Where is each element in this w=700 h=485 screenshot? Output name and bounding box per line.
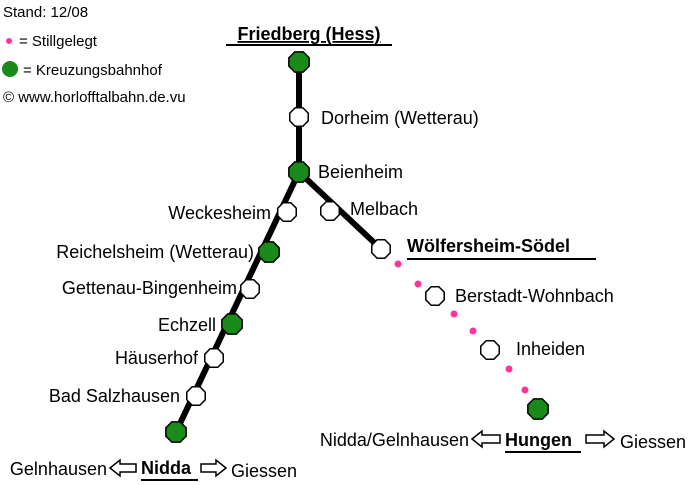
abandoned-dot [414, 280, 422, 288]
station-label-bad-salzhausen: Bad Salzhausen [49, 386, 180, 406]
connection-label-hungen-right: Giessen [620, 432, 686, 452]
station-label-haeuserhof: Häuserhof [115, 348, 199, 368]
arrow-left-icon [470, 429, 501, 449]
station-label-woelfersheim: Wölfersheim-Södel [407, 236, 570, 256]
station-label-berstadt: Berstadt-Wohnbach [455, 286, 614, 306]
station-beienheim-crossing [288, 161, 310, 183]
station-echzell-crossing [221, 313, 243, 335]
station-label-nidda: Nidda [141, 458, 192, 478]
station-friedberg-crossing [288, 51, 310, 73]
abandoned-dot [394, 260, 402, 268]
station-label-beienheim: Beienheim [318, 162, 403, 182]
station-nidda-crossing [165, 421, 187, 443]
station-weckesheim [277, 202, 297, 222]
copyright-label: © www.horlofftalbahn.de.vu [3, 89, 186, 106]
station-label-melbach: Melbach [350, 199, 418, 219]
station-label-echzell: Echzell [158, 315, 216, 335]
abandoned-section [394, 260, 529, 394]
station-haeuserhof [204, 348, 224, 368]
station-woelfersheim [371, 239, 391, 259]
station-bad-salzhausen [186, 386, 206, 406]
abandoned-dot [505, 365, 513, 373]
abandoned-dot [450, 310, 458, 318]
abandoned-dot [521, 386, 529, 394]
connection-label-nidda-left: Gelnhausen [10, 459, 107, 479]
kreuzungsbahnhof-legend-dot [2, 61, 18, 77]
station-label-friedberg: Friedberg (Hess) [237, 24, 380, 44]
arrow-right-icon [585, 429, 616, 449]
station-gettenau [240, 279, 260, 299]
track-beienheim-woelfersheim [296, 169, 384, 252]
station-melbach [320, 201, 340, 221]
station-label-gettenau: Gettenau-Bingenheim [62, 278, 237, 298]
station-dorheim [289, 107, 309, 127]
stillgelegt-legend-label: = Stillgelegt [19, 33, 98, 50]
connection-label-hungen-left: Nidda/Gelnhausen [320, 430, 469, 450]
station-label-inheiden: Inheiden [516, 339, 585, 359]
arrow-left-icon [108, 458, 137, 478]
connection-label-nidda-right: Giessen [231, 461, 297, 481]
station-label-hungen: Hungen [505, 430, 572, 450]
abandoned-dot [469, 327, 477, 335]
arrow-right-icon [200, 458, 228, 478]
station-symbols [165, 51, 549, 443]
station-reichelsheim-crossing [258, 241, 280, 263]
station-label-dorheim: Dorheim (Wetterau) [321, 108, 479, 128]
station-berstadt [425, 286, 445, 306]
kreuzungsbahnhof-legend-label: = Kreuzungsbahnhof [23, 62, 163, 79]
stand-label: Stand: 12/08 [3, 4, 88, 21]
station-inheiden [480, 340, 500, 360]
station-hungen-crossing [527, 398, 549, 420]
station-label-reichelsheim: Reichelsheim (Wetterau) [56, 242, 254, 262]
station-label-weckesheim: Weckesheim [168, 203, 271, 223]
stillgelegt-legend-dot [6, 38, 12, 44]
